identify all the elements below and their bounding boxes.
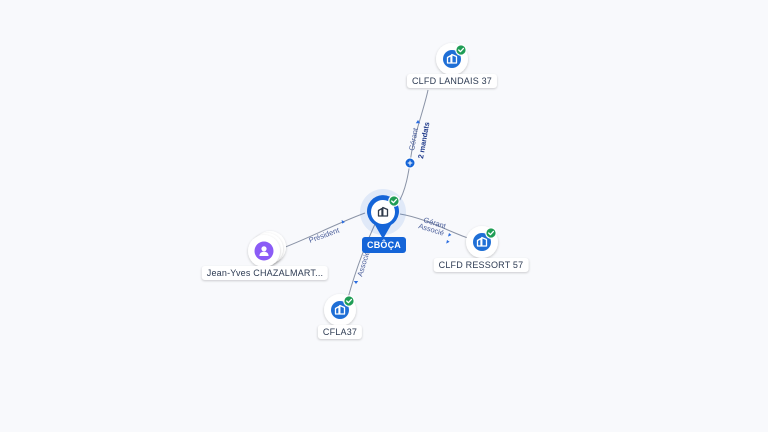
node-cfla[interactable] bbox=[324, 294, 356, 326]
arrow-landais bbox=[415, 120, 421, 124]
node-landais[interactable] bbox=[436, 43, 468, 75]
node-label-cfla[interactable]: CFLA37 bbox=[317, 325, 363, 339]
edge-label-person-role: Président bbox=[308, 225, 342, 245]
edge-ressort[interactable] bbox=[399, 213, 469, 239]
edge-labels: Gérant 2 mandats Gérant Associé Associé … bbox=[308, 121, 448, 277]
edge-arrows bbox=[341, 120, 452, 284]
verified-icon bbox=[343, 295, 355, 307]
node-label-center[interactable]: CBÔÇA bbox=[362, 237, 406, 253]
node-ressort[interactable] bbox=[466, 226, 498, 258]
node-label-person[interactable]: Jean-Yves CHAZALMART... bbox=[201, 266, 329, 280]
verified-icon bbox=[388, 195, 400, 207]
edge-label-landais-count: 2 mandats bbox=[416, 121, 431, 159]
edge-cfla[interactable] bbox=[347, 223, 376, 299]
person-icon bbox=[259, 246, 269, 256]
expand-mandates-button[interactable]: + bbox=[404, 157, 416, 169]
edge-landais[interactable] bbox=[397, 89, 429, 204]
plus-icon: + bbox=[407, 158, 412, 168]
arrow-ressort-2 bbox=[446, 240, 450, 244]
verified-icon bbox=[485, 227, 497, 239]
edge-label-landais-role: Gérant bbox=[407, 126, 420, 151]
arrow-person bbox=[341, 220, 345, 224]
verified-icon bbox=[455, 44, 467, 56]
node-label-landais[interactable]: CLFD LANDAIS 37 bbox=[406, 74, 498, 88]
arrow-cfla bbox=[353, 281, 359, 284]
edge-person[interactable] bbox=[279, 212, 366, 250]
node-person[interactable] bbox=[248, 231, 286, 267]
arrow-ressort bbox=[448, 233, 452, 237]
edge-label-cfla-role: Associé bbox=[355, 250, 371, 278]
node-label-ressort[interactable]: CLFD RESSORT 57 bbox=[433, 258, 529, 272]
node-center[interactable] bbox=[360, 189, 406, 239]
edges bbox=[279, 89, 469, 299]
